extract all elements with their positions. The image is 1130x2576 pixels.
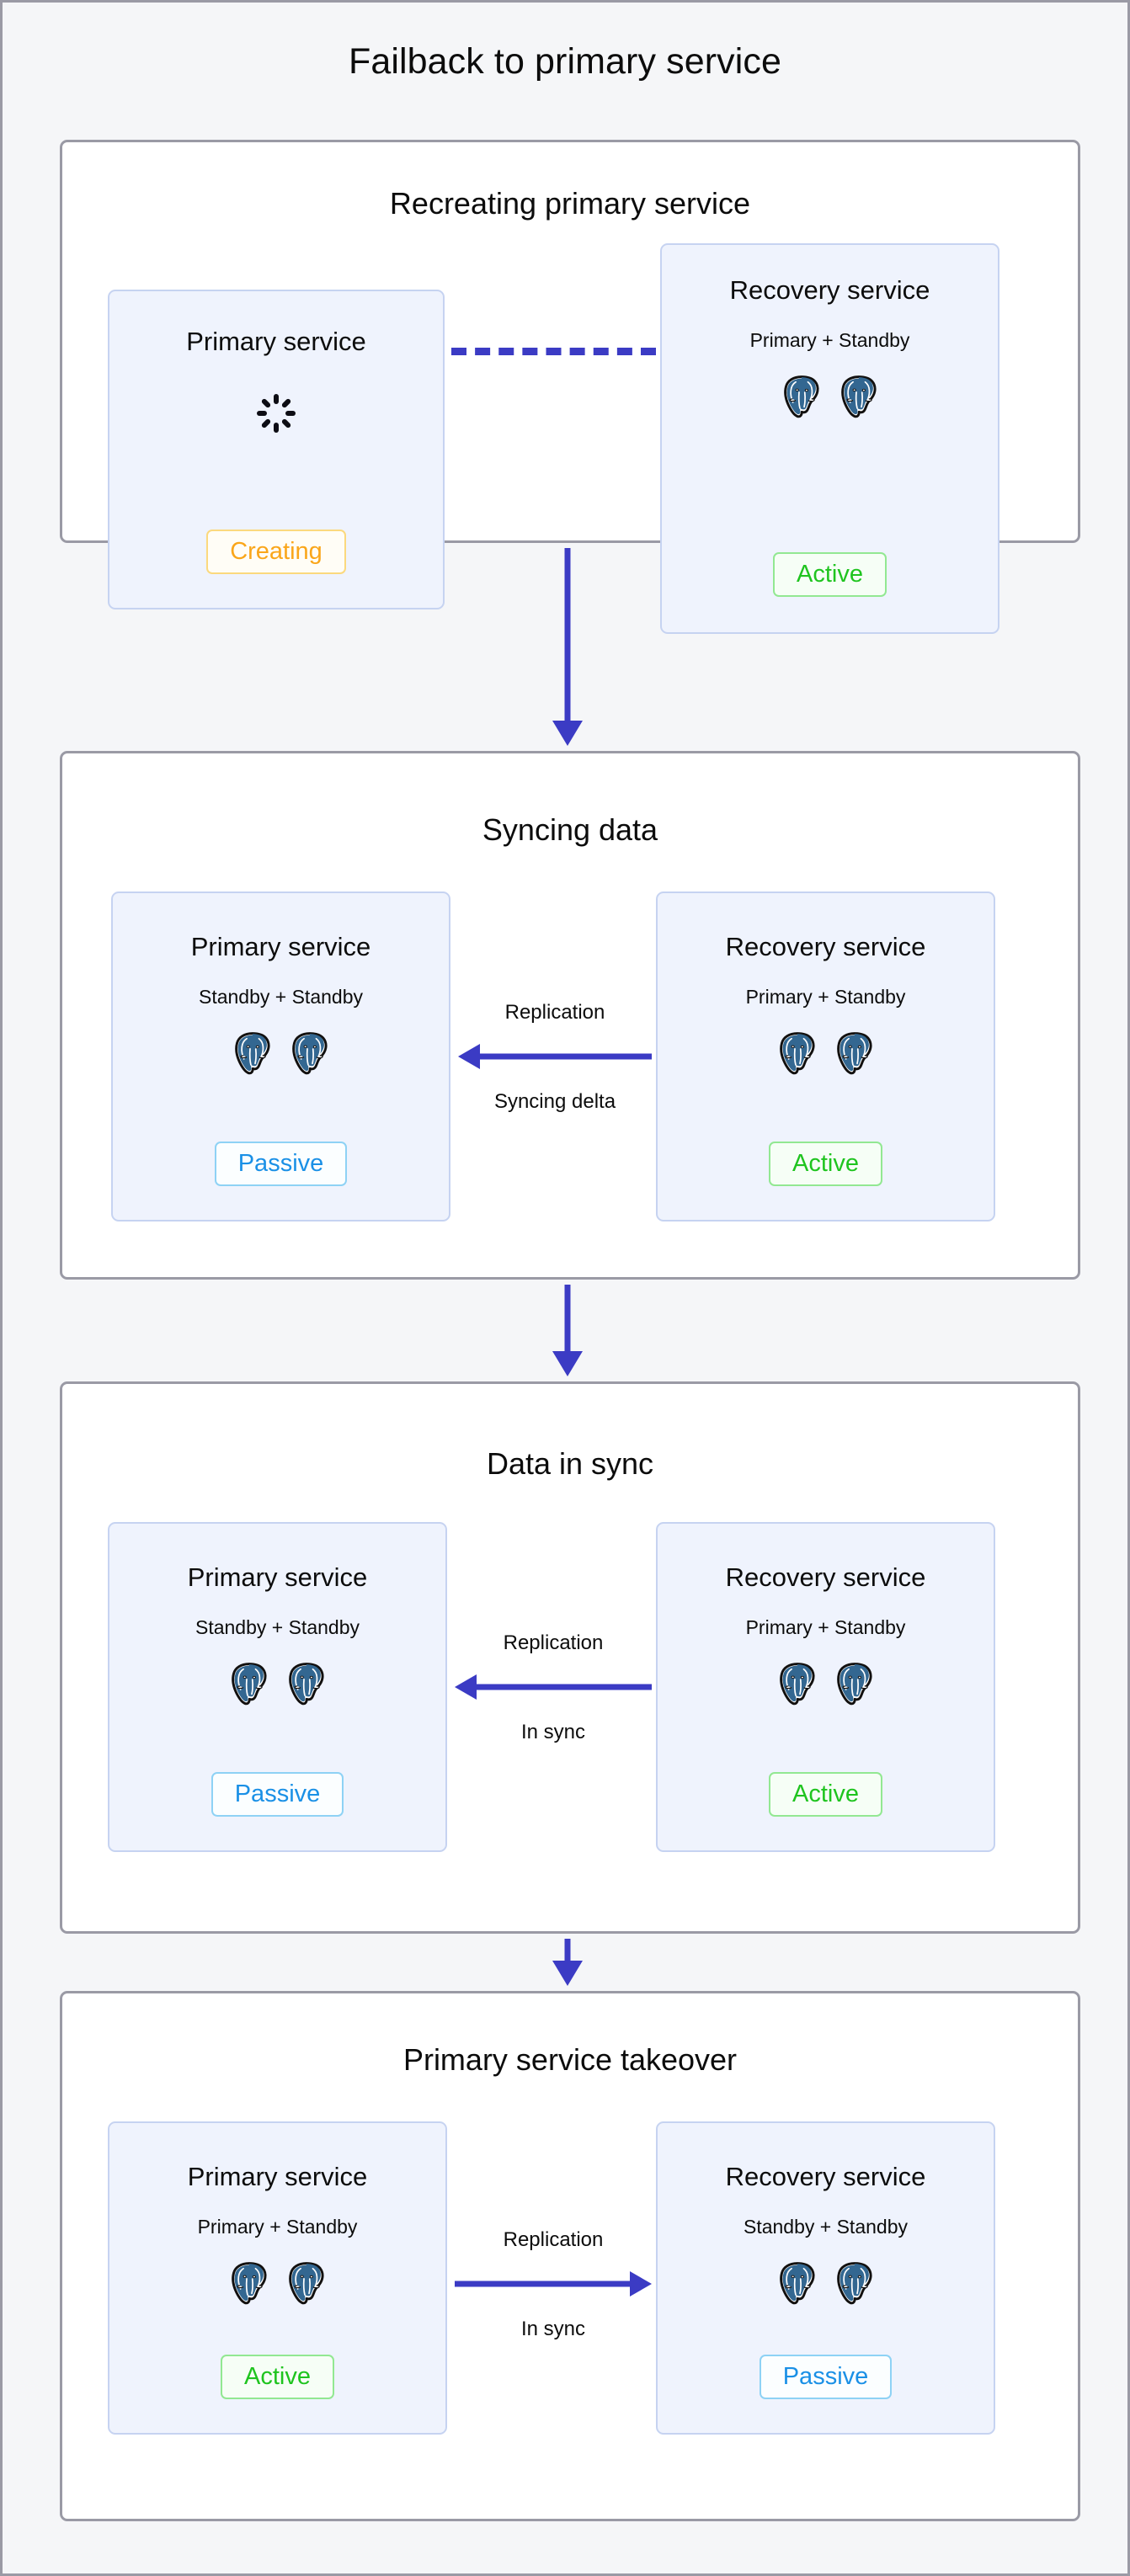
- service-card-title: Primary service: [186, 327, 366, 356]
- postgres-node-row: [227, 1663, 328, 1706]
- connector-label-top: Replication: [503, 2228, 604, 2251]
- postgres-node-row: [780, 375, 881, 419]
- flow-arrow-step-1-to-2: [552, 548, 584, 750]
- postgres-node-row: [227, 2262, 328, 2306]
- connector-label-top: Replication: [503, 1631, 604, 1654]
- step-title: Recreating primary service: [389, 186, 751, 221]
- service-card-title: Primary service: [190, 932, 371, 961]
- arrow-down-icon: [552, 1939, 583, 1986]
- service-card-subtitle: Standby + Standby: [743, 2216, 908, 2238]
- postgres-elephant-icon: [234, 1032, 270, 1075]
- status-badge-active[interactable]: Active: [769, 1772, 882, 1817]
- service-card-title: Primary service: [187, 2162, 368, 2191]
- connector-label-bottom: In sync: [520, 2318, 586, 2340]
- replication-arrow: [455, 2270, 652, 2302]
- postgres-node-row: [231, 1032, 332, 1076]
- postgres-node-row: [776, 1032, 877, 1076]
- postgres-elephant-icon: [836, 2262, 872, 2305]
- status-badge-active[interactable]: Active: [773, 552, 887, 597]
- service-card-title: Primary service: [187, 1562, 368, 1592]
- service-card-subtitle: Primary + Standby: [745, 1616, 906, 1638]
- postgres-elephant-icon: [779, 1032, 815, 1075]
- postgres-elephant-icon: [836, 1032, 872, 1075]
- postgres-elephant-icon: [288, 2262, 324, 2305]
- step-title: Primary service takeover: [402, 2042, 738, 2077]
- connector-label-bottom: Syncing delta: [493, 1090, 616, 1113]
- status-badge-active[interactable]: Active: [769, 1142, 882, 1186]
- postgres-node-row: [776, 2262, 877, 2306]
- replication-arrow: [455, 1673, 652, 1706]
- flow-arrow-step-3-to-4: [552, 1939, 584, 1990]
- arrow-horizontal-icon: [455, 2271, 652, 2297]
- service-card-subtitle: Primary + Standby: [745, 986, 906, 1008]
- postgres-elephant-icon: [288, 1663, 324, 1706]
- status-badge-passive[interactable]: Passive: [211, 1772, 344, 1817]
- postgres-elephant-icon: [779, 1663, 815, 1706]
- connector-label-bottom: In sync: [520, 1721, 586, 1743]
- service-card-title: Recovery service: [725, 932, 926, 961]
- postgres-node-row: [776, 1663, 877, 1706]
- postgres-elephant-icon: [840, 375, 877, 418]
- arrow-horizontal-icon: [458, 1044, 652, 1069]
- postgres-elephant-icon: [783, 375, 819, 418]
- page-title: Failback to primary service: [348, 41, 782, 82]
- status-badge-passive[interactable]: Passive: [214, 1142, 348, 1186]
- dashed-connector: [451, 348, 656, 355]
- service-card-title: Recovery service: [725, 2162, 926, 2191]
- arrow-down-icon: [552, 1285, 583, 1376]
- connector-label-top: Replication: [504, 1001, 605, 1024]
- step-title: Syncing data: [482, 812, 658, 847]
- status-badge-passive[interactable]: Passive: [759, 2355, 893, 2399]
- arrow-horizontal-icon: [455, 1674, 652, 1700]
- service-card-subtitle: Primary + Standby: [749, 329, 910, 351]
- postgres-elephant-icon: [291, 1032, 328, 1075]
- replication-arrow: [458, 1042, 652, 1075]
- step-title: Data in sync: [486, 1446, 654, 1481]
- postgres-elephant-icon: [231, 2262, 267, 2305]
- status-badge-active[interactable]: Active: [221, 2355, 334, 2399]
- status-badge-creating[interactable]: Creating: [206, 530, 346, 574]
- service-card-title: Recovery service: [729, 275, 930, 305]
- service-card-subtitle: Primary + Standby: [197, 2216, 358, 2238]
- service-card-title: Recovery service: [725, 1562, 926, 1592]
- service-card-subtitle: Standby + Standby: [195, 1616, 360, 1638]
- loading-spinner-icon: [257, 394, 296, 433]
- postgres-elephant-icon: [231, 1663, 267, 1706]
- arrow-down-icon: [552, 548, 583, 746]
- postgres-elephant-icon: [836, 1663, 872, 1706]
- service-card-subtitle: Standby + Standby: [198, 986, 363, 1008]
- postgres-elephant-icon: [779, 2262, 815, 2305]
- flow-arrow-step-2-to-3: [552, 1285, 584, 1381]
